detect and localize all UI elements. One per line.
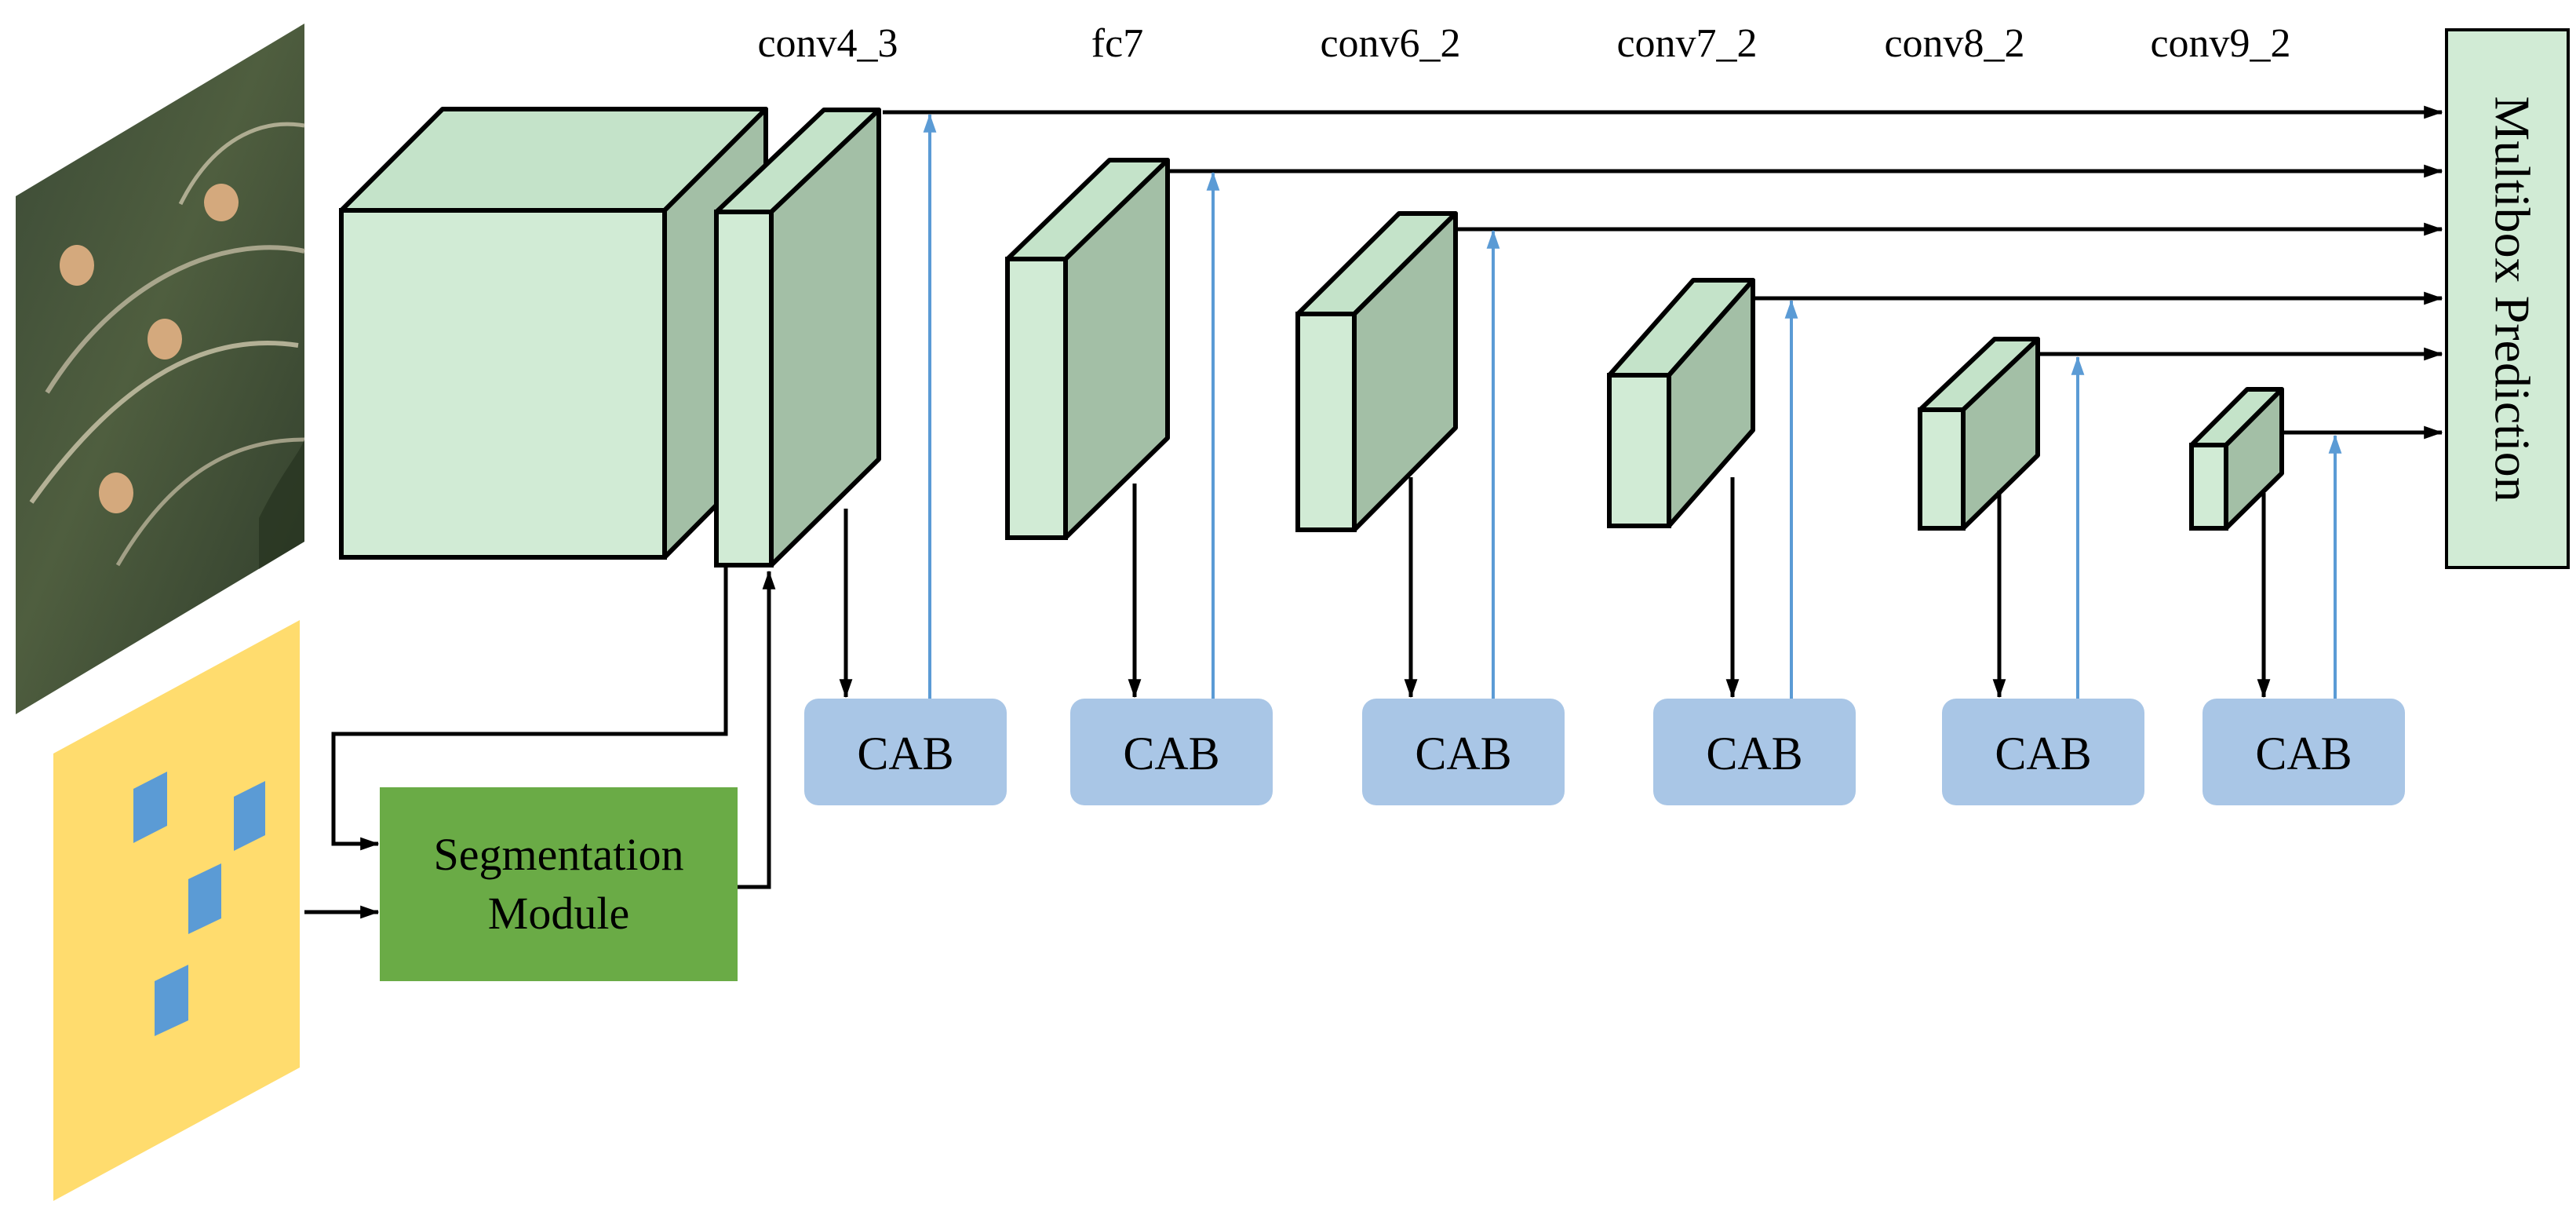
cab-box-4: CAB [1653,699,1856,805]
label-conv9_2: conv9_2 [2150,21,2290,66]
label-conv4_3: conv4_3 [757,21,898,66]
label-conv7_2: conv7_2 [1616,21,1757,66]
cab-feedback-arrows [923,113,2342,699]
cab-input-arrows [839,477,2271,699]
segmentation-module: Segmentation Module [380,787,738,981]
segmentation-connectors [304,565,776,919]
segmentation-mask-icon [53,620,300,1201]
segmentation-module-line1: Segmentation [434,829,684,880]
layer-labels: conv4_3 fc7 conv6_2 conv7_2 conv8_2 conv… [757,21,2290,66]
feature-block-conv8_2 [1918,337,2040,531]
cab-label: CAB [2255,728,2352,779]
segmentation-module-line2: Module [488,888,629,939]
satellite-image-icon [16,24,305,714]
prediction-arrows [883,105,2443,440]
feature-block-conv6_2 [1295,211,1458,532]
feature-block-conv9_2 [2189,387,2284,531]
label-fc7: fc7 [1091,21,1143,66]
multibox-label: Multibox Prediction [2484,96,2540,502]
cab-label: CAB [1706,728,1802,779]
cab-box-2: CAB [1070,699,1273,805]
cab-box-3: CAB [1362,699,1565,805]
multibox-prediction: Multibox Prediction [2445,28,2570,569]
cab-label: CAB [857,728,953,779]
cab-box-1: CAB [804,699,1007,805]
feature-block-fc7 [1005,158,1170,540]
cab-box-6: CAB [2203,699,2405,805]
feature-block-conv4_3 [714,108,881,568]
cab-label: CAB [1995,728,2091,779]
cab-label: CAB [1123,728,1219,779]
label-conv8_2: conv8_2 [1884,21,2024,66]
label-conv6_2: conv6_2 [1320,21,1460,66]
cab-label: CAB [1415,728,1511,779]
cab-box-5: CAB [1942,699,2144,805]
feature-block-conv7_2 [1607,278,1755,528]
feature-block-large [339,107,768,560]
